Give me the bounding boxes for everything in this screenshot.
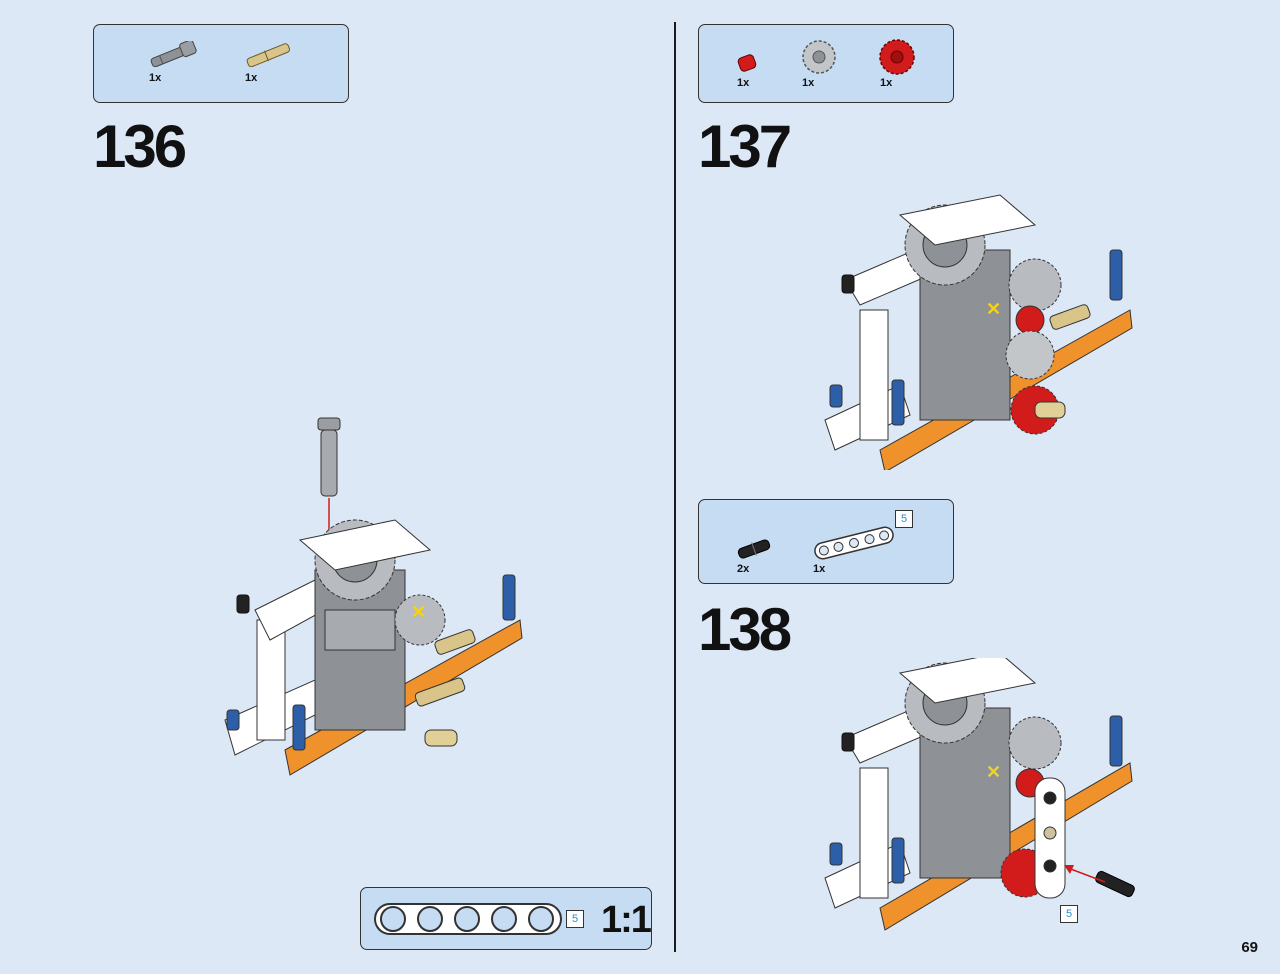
- axle-pin-tan-icon: [246, 43, 291, 67]
- assembly-model-step-138: ✕: [824, 658, 1135, 931]
- length-tag: 5: [566, 910, 584, 928]
- parts-box-step-137: 1x 1x 1x: [698, 24, 954, 103]
- gear-small-grey-icon: [802, 40, 836, 74]
- page-number: 69: [1241, 939, 1258, 956]
- part-qty: 1x: [245, 72, 258, 84]
- part-qty: 1x: [813, 563, 826, 575]
- step-number: 137: [698, 113, 792, 180]
- assembly-model-step-136: ✕: [224, 417, 523, 776]
- gear-medium-red-icon: [879, 39, 915, 75]
- parts-box-step-136: 1x 1x: [93, 24, 349, 103]
- scale-box: 5 1:1: [360, 887, 652, 950]
- part-qty: 1x: [737, 77, 750, 89]
- part-qty: 1x: [802, 77, 815, 89]
- svg-text:✕: ✕: [986, 299, 1001, 319]
- beam-5-white-icon: [814, 526, 894, 560]
- page-divider: [674, 22, 676, 952]
- parts-box-step-138: 2x 1x 5: [698, 499, 954, 584]
- scale-label: 1:1: [601, 899, 652, 941]
- part-qty: 1x: [149, 72, 162, 84]
- length-tag: 5: [895, 510, 913, 528]
- part-qty: 1x: [880, 77, 893, 89]
- beam-5-scale-icon: [374, 903, 562, 935]
- svg-text:✕: ✕: [411, 602, 426, 622]
- length-tag: 5: [1060, 905, 1078, 923]
- part-qty: 2x: [737, 563, 750, 575]
- pin-with-bush-grey-icon: [150, 41, 197, 67]
- svg-text:✕: ✕: [986, 762, 1001, 782]
- pin-black-icon: [737, 539, 771, 559]
- assembly-model-step-137: ✕: [824, 194, 1133, 470]
- step-number: 136: [93, 113, 187, 180]
- step-number: 138: [698, 596, 792, 663]
- bush-red-icon: [737, 54, 757, 72]
